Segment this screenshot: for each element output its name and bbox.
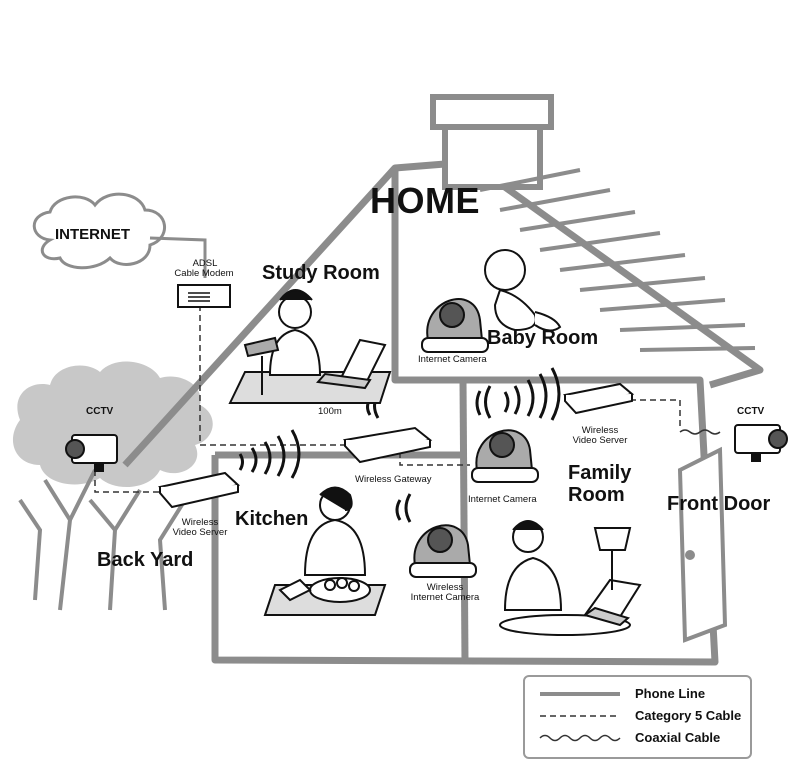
legend-item-phone-line: Phone Line (535, 685, 745, 703)
phone-line (149, 236, 207, 278)
range-label: 100m (318, 406, 342, 417)
wireless-gateway-label: Wireless Gateway (355, 474, 432, 485)
internet-camera-baby-room (421, 298, 489, 353)
front-door (677, 446, 728, 643)
video-server-left-device (158, 471, 241, 509)
wireless-gateway-device (342, 426, 433, 464)
wireless-camera-label-2: Internet Camera (410, 592, 480, 603)
category5-swatch (540, 715, 620, 717)
modem-label-2: Cable Modem (174, 268, 234, 279)
internet-camera-family-room (471, 429, 539, 483)
coaxial-swatch (539, 734, 621, 742)
baby (484, 249, 562, 332)
video-server-right-device (563, 382, 635, 415)
house-outline (122, 158, 764, 666)
baby-room-label: Baby Room (487, 327, 599, 349)
cctv-camera-left (65, 434, 118, 472)
legend-item-coaxial: Coaxial Cable (535, 729, 745, 747)
legend-item-category5: Category 5 Cable (535, 707, 745, 725)
cat5-cable-modem (199, 305, 350, 446)
family-room-label-1: Family (568, 462, 632, 484)
cctv-right-label: CCTV (737, 406, 765, 417)
internet-label: INTERNET (55, 226, 130, 243)
cat5-cable-backyard (94, 470, 165, 493)
video-server-left-label-2: Video Server (172, 527, 228, 538)
study-room-label: Study Room (262, 262, 380, 284)
study-room-scene (228, 289, 392, 404)
cat5-cable-right (630, 399, 681, 430)
front-door-label: Front Door (667, 493, 771, 515)
legend-category5-label: Category 5 Cable (635, 708, 742, 723)
video-server-left-label-1: Wireless (181, 517, 219, 528)
internet-cloud (32, 192, 167, 270)
cctv-left-label: CCTV (86, 406, 114, 417)
tree (12, 361, 213, 611)
kitchen-scene (263, 486, 387, 616)
video-server-right-label-1: Wireless (581, 425, 619, 436)
legend-phone-line-label: Phone Line (635, 686, 706, 701)
adsl-modem (177, 284, 231, 308)
cat5-cable-gateway (399, 452, 470, 466)
wireless-internet-camera (409, 524, 477, 578)
legend: Phone Line Category 5 Cable Coaxial Cabl… (523, 675, 752, 759)
back-yard-label: Back Yard (97, 549, 194, 571)
kitchen-label: Kitchen (235, 508, 309, 530)
baby-camera-label: Internet Camera (418, 354, 487, 365)
video-server-right-label-2: Video Server (572, 435, 628, 446)
legend-coaxial-label: Coaxial Cable (635, 730, 721, 745)
modem-label-1: ADSL (192, 258, 218, 269)
roof-shingles (479, 168, 756, 352)
chimney (430, 94, 554, 190)
diagram-title: HOME (370, 180, 480, 221)
coax-cable-right (679, 429, 721, 435)
phone-line-swatch (540, 692, 620, 696)
family-camera-label: Internet Camera (468, 494, 537, 505)
family-room-label-2: Room (568, 484, 625, 506)
wireless-camera-label-1: Wireless (426, 582, 464, 593)
cctv-camera-right (734, 424, 788, 462)
family-room-scene (499, 520, 642, 636)
